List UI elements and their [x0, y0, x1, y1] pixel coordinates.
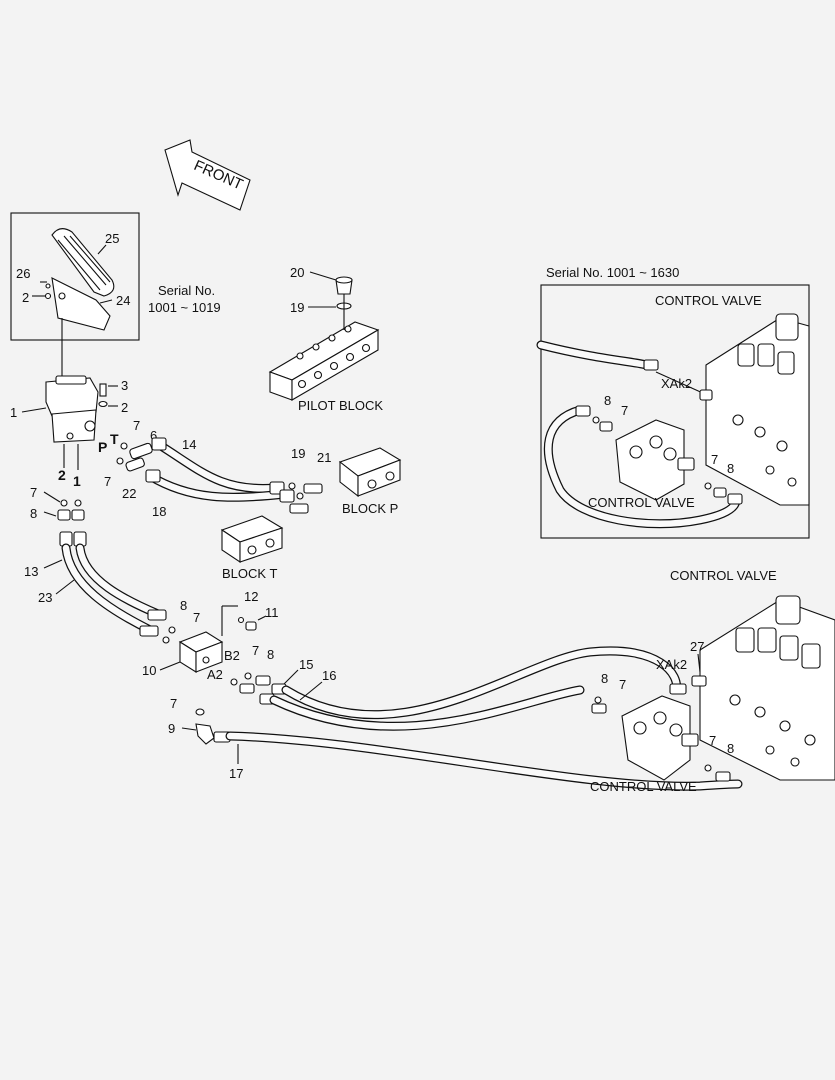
serial-left-line2: 1001 ~ 1019	[148, 300, 221, 315]
callout-7j: 7	[711, 452, 718, 467]
callout-26: 26	[16, 266, 30, 281]
port-2-label: 2	[58, 467, 66, 483]
callout-10: 10	[142, 663, 156, 678]
xak2-lower: XAk2	[656, 657, 687, 672]
port-p-label: P	[98, 439, 107, 455]
callout-8b: 8	[180, 598, 187, 613]
callout-7c: 7	[30, 485, 37, 500]
block-p-label: BLOCK P	[342, 501, 398, 516]
callout-6: 6	[150, 428, 157, 443]
callout-7e: 7	[252, 643, 259, 658]
pedal-inset	[10, 212, 140, 341]
callout-7g: 7	[619, 677, 626, 692]
callout-15: 15	[299, 657, 313, 672]
pedal-valve	[45, 375, 99, 470]
callout-7i: 7	[621, 403, 628, 418]
valve-block-10	[178, 631, 224, 673]
control-valve-label-lower-main: CONTROL VALVE	[670, 568, 777, 583]
callout-7h: 7	[709, 733, 716, 748]
callout-7a: 7	[133, 418, 140, 433]
callout-2b: 2	[121, 400, 128, 415]
pilot-block-label: PILOT BLOCK	[298, 398, 383, 413]
callout-12: 12	[244, 589, 258, 604]
callout-13: 13	[24, 564, 38, 579]
block-p	[338, 447, 402, 498]
callout-19b: 19	[290, 300, 304, 315]
callout-21: 21	[317, 450, 331, 465]
callout-25: 25	[105, 231, 119, 246]
callout-17: 17	[229, 766, 243, 781]
callout-8d: 8	[601, 671, 608, 686]
callout-8e: 8	[727, 741, 734, 756]
callout-23: 23	[38, 590, 52, 605]
port-1-label: 1	[73, 473, 81, 489]
callout-14: 14	[182, 437, 196, 452]
callout-18: 18	[152, 504, 166, 519]
callout-8c: 8	[267, 647, 274, 662]
callout-2a: 2	[22, 290, 29, 305]
block-t-label: BLOCK T	[222, 566, 277, 581]
control-valve-label-lower-small: CONTROL VALVE	[590, 779, 697, 794]
callout-22: 22	[122, 486, 136, 501]
port-t-label: T	[110, 431, 119, 447]
serial-right: Serial No. 1001 ~ 1630	[546, 265, 679, 280]
callout-8a: 8	[30, 506, 37, 521]
callout-8f: 8	[604, 393, 611, 408]
control-valve-main-lower	[699, 595, 835, 781]
callout-11: 11	[265, 605, 279, 620]
callout-7d: 7	[193, 610, 200, 625]
control-valve-small-upper	[615, 419, 695, 501]
serial-left-line1: Serial No.	[158, 283, 215, 298]
callout-8g: 8	[727, 461, 734, 476]
callout-16: 16	[322, 668, 336, 683]
callout-7b: 7	[104, 474, 111, 489]
callout-20: 20	[290, 265, 304, 280]
callout-1a: 1	[10, 405, 17, 420]
callout-3: 3	[121, 378, 128, 393]
block-t	[220, 515, 284, 564]
callout-7f: 7	[170, 696, 177, 711]
a2-label: A2	[207, 667, 223, 682]
xak2-upper: XAk2	[661, 376, 692, 391]
callout-27: 27	[690, 639, 704, 654]
front-arrow: FRONT	[164, 139, 251, 211]
callout-9: 9	[168, 721, 175, 736]
control-valve-small-lower	[621, 695, 699, 781]
b2-label: B2	[224, 648, 240, 663]
callout-24: 24	[116, 293, 130, 308]
control-valve-label-upper-small: CONTROL VALVE	[588, 495, 695, 510]
callout-19a: 19	[291, 446, 305, 461]
control-valve-label-upper-main: CONTROL VALVE	[655, 293, 762, 308]
pilot-block	[268, 321, 380, 401]
control-valve-main-upper	[705, 313, 810, 506]
